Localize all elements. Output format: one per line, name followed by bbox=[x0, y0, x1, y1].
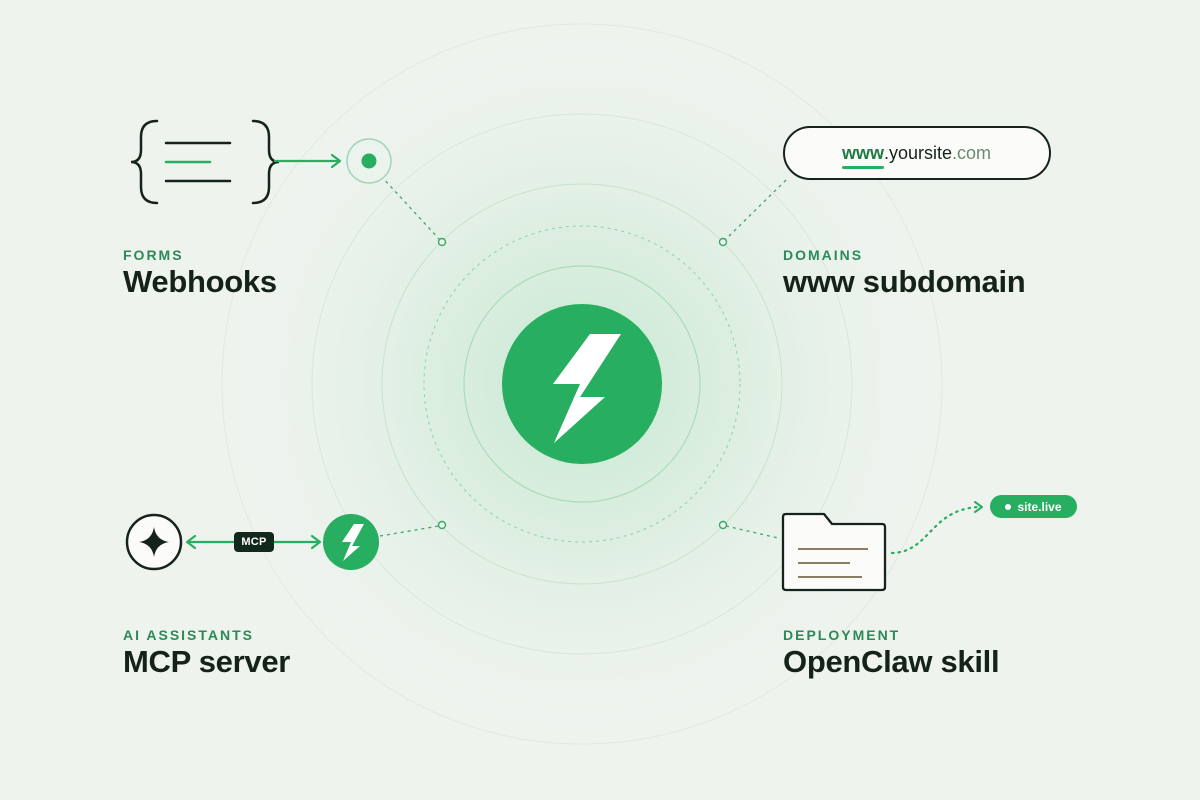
site-live-pill: site.live bbox=[990, 495, 1077, 518]
webhook-endpoint-dot bbox=[361, 153, 377, 169]
url-text: www.yoursite.com bbox=[842, 143, 991, 164]
url-tld: .com bbox=[952, 143, 992, 163]
url-underline bbox=[842, 166, 884, 169]
webhook-arrowhead bbox=[330, 153, 342, 169]
small-lightning-bolt-icon bbox=[342, 524, 364, 561]
connector-deployment bbox=[725, 525, 779, 539]
ring-large bbox=[311, 113, 853, 655]
url-bar: www.yoursite.com bbox=[783, 126, 1051, 180]
connector-dot-bottom-right bbox=[718, 520, 728, 530]
connector-dot-top-left bbox=[437, 237, 447, 247]
connector-dot-top-right bbox=[718, 237, 728, 247]
mcp-arrowhead-left bbox=[185, 534, 197, 550]
connector-webhooks bbox=[380, 175, 441, 241]
ring-dashed bbox=[423, 225, 741, 543]
connector-mcp bbox=[379, 525, 440, 537]
sparkle-icon bbox=[139, 527, 169, 557]
mcp-arrowhead-right bbox=[310, 534, 322, 550]
lightning-bolt-icon bbox=[553, 334, 621, 443]
deploy-arrowhead bbox=[974, 501, 983, 513]
eyebrow-forms: FORMS bbox=[123, 247, 184, 263]
eyebrow-domains: DOMAINS bbox=[783, 247, 864, 263]
pill-dot bbox=[1005, 503, 1012, 510]
ring-middle bbox=[381, 183, 783, 585]
url-www: www bbox=[842, 143, 885, 163]
eyebrow-ai-assistants: AI ASSISTANTS bbox=[123, 627, 255, 643]
outer-ring bbox=[221, 23, 943, 745]
url-domain: .yoursite bbox=[884, 143, 953, 163]
connector-dot-bottom-left bbox=[437, 520, 447, 530]
pill-label: site.live bbox=[1017, 499, 1062, 514]
ring-inner bbox=[463, 265, 701, 503]
title-webhooks: Webhooks bbox=[123, 264, 277, 299]
connector-domains bbox=[724, 179, 787, 241]
title-www-subdomain: www subdomain bbox=[783, 264, 1026, 299]
eyebrow-deployment: DEPLOYMENT bbox=[783, 627, 901, 643]
deploy-dotted-path bbox=[890, 505, 980, 555]
folder-icon bbox=[781, 512, 887, 592]
mcp-tag: MCP bbox=[234, 532, 274, 552]
title-mcp-server: MCP server bbox=[123, 644, 291, 679]
title-openclaw-skill: OpenClaw skill bbox=[783, 644, 1000, 679]
